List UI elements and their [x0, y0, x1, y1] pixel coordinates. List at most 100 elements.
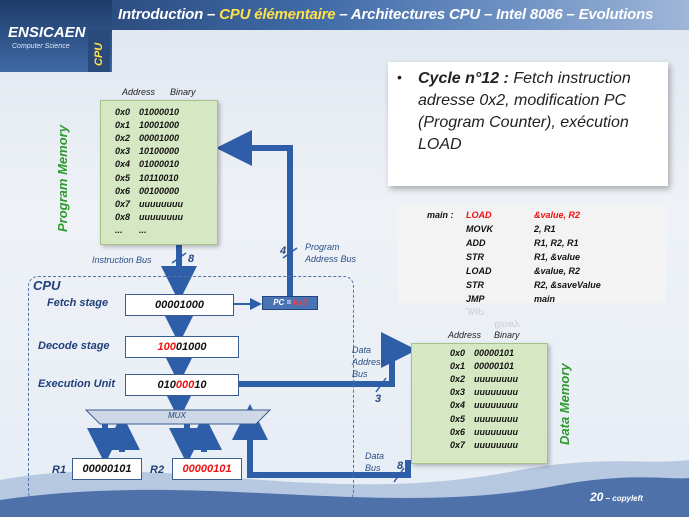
r1-register: 00000101: [72, 458, 142, 480]
cycle-text: Fetch instruction adresse 0x2, modificat…: [418, 70, 631, 153]
program-memory-row-value: uuuuuuuu: [139, 211, 183, 222]
program-address-bus-text: Program Address Bus: [305, 242, 357, 264]
data-memory-row-address: 0x7: [450, 439, 466, 450]
header-banner: [0, 0, 689, 30]
pc-value: 0x3: [293, 298, 307, 307]
logo-subtitle: Computer Science: [12, 43, 70, 50]
program-memory-row-value: 10100000: [139, 146, 180, 157]
pc-register: PC = 0x3: [262, 296, 318, 310]
code-label: main :: [427, 210, 454, 220]
logo-text: ENSICAEN: [8, 24, 86, 41]
program-memory-row-address: 0x5: [115, 172, 131, 183]
cpu-label: CPU: [33, 278, 61, 293]
mux-label: MUX: [168, 411, 186, 420]
code-line-args: main: [534, 294, 556, 304]
exec-part-1: 010: [157, 379, 176, 391]
code-line-op: STR: [466, 280, 484, 290]
code-line-op: ADD: [466, 238, 486, 248]
data-memory-header-address: Address: [448, 330, 482, 340]
program-memory-row-address: ...: [115, 224, 123, 235]
data-memory-header-binary: Binary: [494, 330, 520, 340]
data-memory-row-value: uuuuuuuu: [474, 400, 518, 411]
code-line-op: LOAD: [466, 210, 492, 220]
program-memory-row-value: 01000010: [139, 159, 180, 170]
program-memory-row-address: 0x4: [115, 159, 131, 170]
cycle-description-box: • Cycle n°12 : Fetch instruction adresse…: [388, 62, 668, 186]
data-memory-row-value: uuuuuuuu: [474, 374, 518, 385]
program-memory-row-address: 0x6: [115, 185, 131, 196]
data-bus-width: 8: [397, 460, 404, 472]
data-memory-header-reflection: Binary: [494, 320, 520, 330]
program-address-bus-label: Program Address Bus: [305, 241, 365, 265]
execution-unit-label: Execution Unit: [38, 378, 116, 390]
exec-part-red: 000: [175, 379, 195, 391]
decode-stage-label: Decode stage: [38, 340, 110, 352]
title-part-3: – Architectures CPU – Intel 8086 – Evolu…: [335, 6, 654, 23]
data-address-bus-line: [235, 332, 417, 387]
program-address-bus-line: [216, 130, 293, 296]
r2-label: R2: [150, 464, 165, 476]
r1-label: R1: [52, 464, 67, 476]
code-line-args: &value, R2: [534, 266, 581, 276]
page-number: 20: [590, 490, 604, 504]
data-memory-row-address: 0x3: [450, 387, 466, 398]
instruction-bus-label: Instruction Bus: [92, 255, 152, 265]
data-memory-row-value: uuuuuuuu: [474, 387, 518, 398]
pc-prefix: PC =: [273, 298, 294, 307]
footer-note: copyleft: [612, 494, 643, 503]
footer-sep: –: [603, 494, 613, 503]
program-memory-row-value: 10110010: [139, 172, 179, 183]
data-memory-row-address: 0x5: [450, 413, 466, 424]
instruction-bus-width: 8: [188, 253, 195, 265]
data-memory-row-value: uuuuuuuu: [474, 413, 518, 424]
cpu-region: [28, 276, 354, 502]
code-line-op: STR: [466, 252, 484, 262]
data-address-bus-label: Data Address Bus: [352, 344, 392, 380]
code-line-args: R1, R2, R1: [534, 238, 579, 248]
program-memory-row-value: ...: [139, 224, 147, 235]
program-memory-row-address: 0x8: [115, 211, 131, 222]
decode-operand: 01000: [175, 341, 207, 353]
data-memory-row-value: 00000101: [474, 348, 515, 358]
data-bus-label: Data Bus: [365, 450, 395, 474]
program-address-bus-tick: [282, 247, 298, 259]
code-line-op: LOAD: [466, 266, 492, 276]
program-address-bus-width: 4: [280, 245, 287, 257]
program-memory-row-address: 0x3: [115, 146, 131, 157]
program-memory-title: Program Memory: [55, 125, 70, 232]
code-reflection-op: JMP: [466, 306, 484, 316]
data-bus-tick: [393, 467, 405, 483]
data-address-bus-tick: [375, 377, 387, 393]
program-memory-row-address: 0x0: [115, 107, 131, 117]
instruction-bus-tick: [171, 252, 187, 264]
cycle-description: Cycle n°12 : Fetch instruction adresse 0…: [418, 68, 662, 156]
title-part-1: Introduction –: [118, 6, 220, 23]
r2-register: 00000101: [172, 458, 242, 480]
code-line-op: JMP: [466, 294, 485, 304]
code-panel: [398, 205, 666, 303]
fetch-stage-register: 00001000: [125, 294, 234, 316]
data-bus-line: [232, 404, 411, 478]
title-part-highlight: CPU élémentaire: [219, 6, 336, 23]
data-memory-row-address: 0x1: [450, 361, 466, 372]
data-memory-row-value: 00000101: [474, 361, 515, 372]
header-reflection-text: Binary: [494, 320, 520, 330]
cpu-tab: [88, 30, 110, 72]
page-title: Introduction – CPU élémentaire – Archite…: [118, 6, 653, 23]
code-line-args: &value, R2: [534, 210, 581, 220]
code-line-args: 2, R1: [534, 224, 556, 234]
program-memory-row-value: 01000010: [139, 107, 180, 117]
mux-shape: [84, 409, 272, 425]
program-memory-row-value: 10001000: [139, 120, 180, 131]
data-memory-row-address: 0x0: [450, 348, 466, 358]
data-address-bus-text: Data Address Bus: [352, 345, 386, 379]
program-memory-row-value: 00100000: [139, 185, 180, 196]
program-memory-row-address: 0x7: [115, 198, 131, 209]
data-memory-row-address: 0x6: [450, 426, 466, 437]
program-memory-row-value: 00001000: [139, 133, 180, 144]
data-memory-box: [411, 343, 548, 464]
program-memory-box: [100, 100, 218, 245]
